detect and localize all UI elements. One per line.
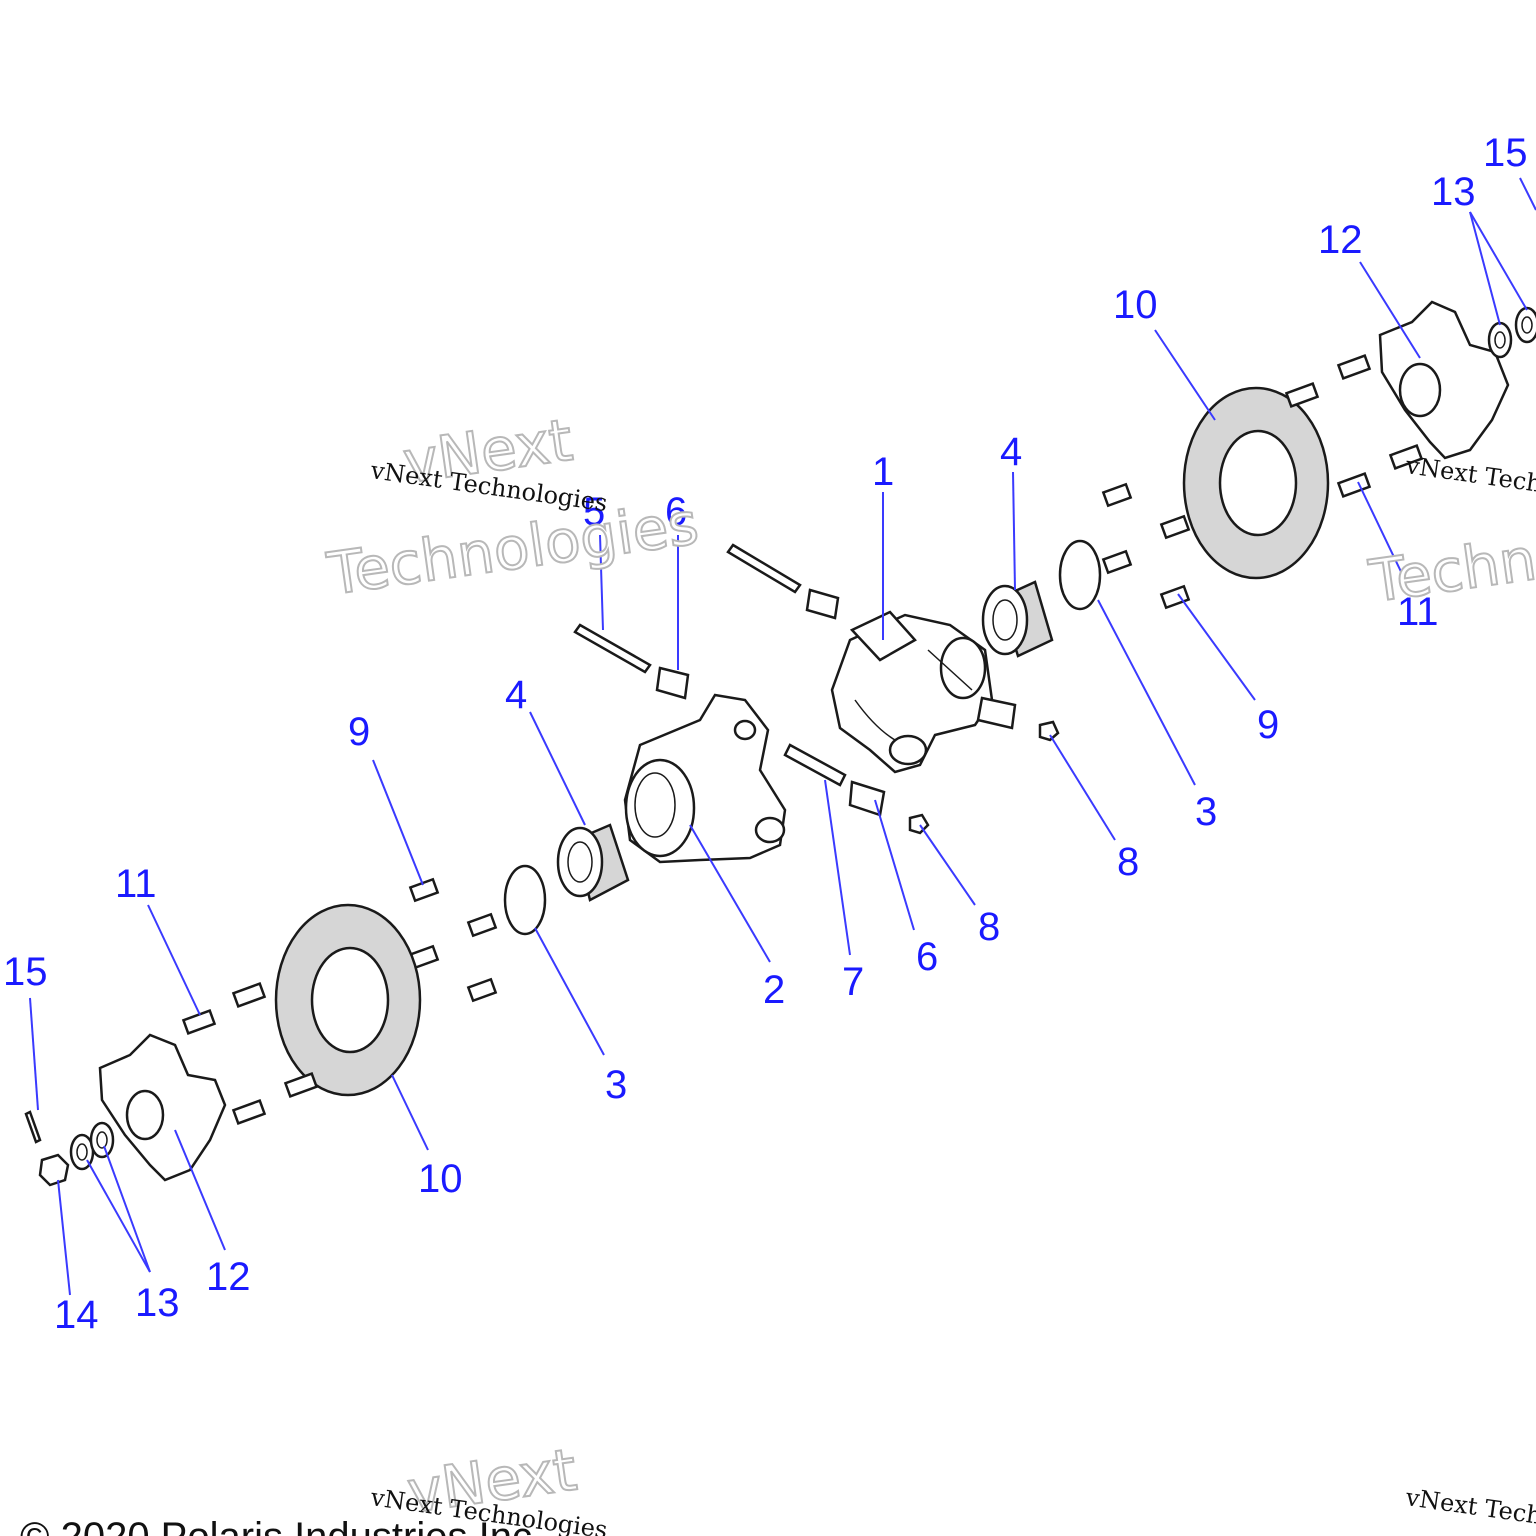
washer-part	[69, 306, 1536, 1171]
bearing-part-upper	[981, 580, 1054, 658]
callout-15-lower: 15	[3, 950, 48, 994]
caliper-bracket-part	[623, 693, 787, 864]
copyright-text: © 2020 Polaris Industries Inc.	[20, 1515, 543, 1536]
cotter-pin-part	[24, 1110, 42, 1144]
callout-15-upper: 15	[1483, 131, 1528, 175]
callout-9-lower: 9	[348, 710, 370, 754]
callout-3-upper: 3	[1195, 790, 1217, 834]
callout-7: 7	[842, 960, 864, 1004]
callout-12-lower: 12	[206, 1255, 251, 1299]
watermark-line-bottom-right: vNext Technologies	[1403, 1483, 1536, 1536]
callout-8-upper: 8	[1117, 840, 1139, 884]
castle-nut-part	[38, 1153, 70, 1187]
sleeve-part	[783, 743, 847, 787]
wheel-hub-part-lower	[98, 1033, 227, 1182]
callout-10-lower: 10	[418, 1157, 463, 1201]
nut-part-lower	[908, 813, 930, 835]
callout-14: 14	[54, 1293, 99, 1337]
callout-6-upper: 6	[665, 490, 687, 534]
callout-13-lower: 13	[135, 1281, 180, 1325]
callout-11-upper: 11	[1397, 590, 1439, 634]
caliper-pin-part	[573, 543, 802, 674]
callout-4-upper: 4	[1000, 430, 1022, 474]
snap-ring-part-lower	[503, 864, 547, 936]
watermark-big-technologies: Technologies	[323, 489, 702, 608]
watermark-right: Technologies	[1364, 495, 1536, 616]
watermark-big-technologies-right: Technologies	[1365, 496, 1536, 615]
callout-8-lower: 8	[978, 905, 1000, 949]
bearing-part-lower	[556, 823, 630, 902]
leader-lines	[29, 177, 1536, 1296]
callout-2: 2	[763, 968, 785, 1012]
callout-10-upper: 10	[1113, 283, 1158, 327]
callout-12-upper: 12	[1318, 218, 1363, 262]
caliper-body-part	[830, 610, 994, 774]
callout-13-upper: 13	[1431, 170, 1476, 214]
rotor-bolt-part	[408, 482, 1191, 1003]
callout-11-lower: 11	[115, 862, 157, 906]
hub-bolt-part	[181, 354, 1424, 1125]
callout-4-lower: 4	[505, 673, 527, 717]
watermark-line-right: vNext Technologies	[1403, 451, 1536, 512]
nut-part-upper	[1038, 720, 1060, 742]
wheel-hub-part-upper	[1378, 300, 1510, 460]
snap-ring-part-upper	[1058, 539, 1102, 611]
callout-5: 5	[583, 490, 605, 534]
bushing-part	[655, 588, 1017, 817]
callout-3-lower: 3	[605, 1063, 627, 1107]
brake-rotor-part-upper	[1182, 386, 1330, 580]
callout-labels: 1 2 3 3 4 4 5 6 6 7 8 8 9 9 10 10 11 11 …	[3, 131, 1528, 1337]
callout-9-upper: 9	[1257, 703, 1279, 747]
callout-6-lower: 6	[916, 935, 938, 979]
callout-1: 1	[872, 450, 894, 494]
brake-rotor-part-lower	[274, 903, 422, 1097]
